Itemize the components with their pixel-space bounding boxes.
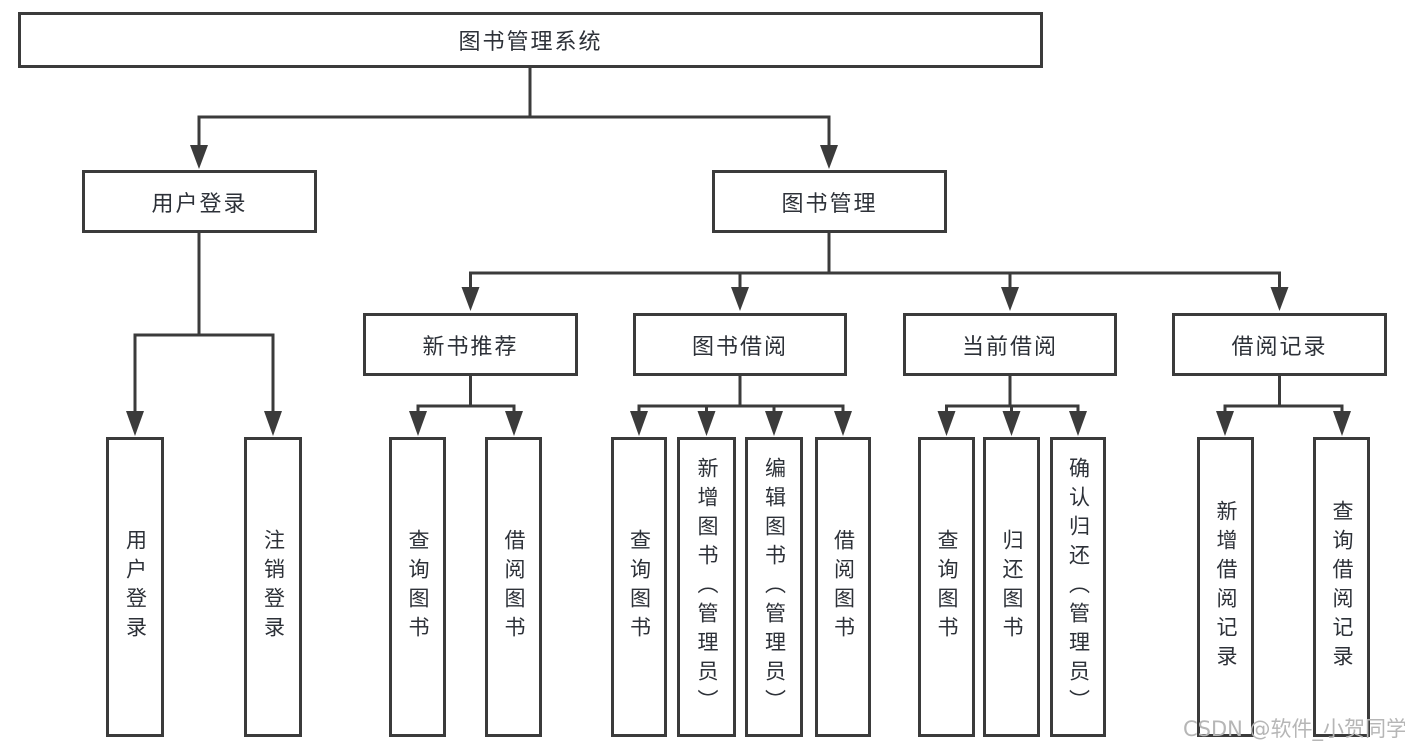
node-label: 借阅记录: [1231, 334, 1328, 360]
leaf-logout: 注销登录: [244, 437, 302, 737]
leaf-edit-books-admin: 编辑图书（管理员）: [745, 437, 803, 737]
node-label: 归还图书: [1000, 529, 1024, 645]
csdn-watermark: CSDN @软件_小贺同学: [1183, 717, 1405, 741]
node-user-login-branch: 用户登录: [82, 170, 317, 233]
node-label: 借阅图书: [502, 529, 526, 645]
node-label: 图书管理: [781, 191, 878, 217]
node-label: 新书推荐: [422, 334, 519, 360]
node-label: 查询借阅记录: [1330, 500, 1354, 674]
node-current-borrowing: 当前借阅: [903, 313, 1117, 376]
leaf-query-books-recommend: 查询图书: [389, 437, 446, 737]
node-book-borrowing: 图书借阅: [633, 313, 847, 376]
node-label: 借阅图书: [831, 529, 856, 645]
node-label: 确认归还（管理员）: [1066, 456, 1091, 718]
leaf-add-books-admin: 新增图书（管理员）: [677, 437, 736, 737]
leaf-borrow-books-recommend: 借阅图书: [485, 437, 542, 737]
leaf-query-books-current: 查询图书: [918, 437, 975, 737]
leaf-add-borrow-record: 新增借阅记录: [1197, 437, 1254, 737]
node-label: 注销登录: [261, 529, 286, 645]
node-library-management-system: 图书管理系统: [18, 12, 1043, 68]
leaf-borrow-books: 借阅图书: [815, 437, 871, 737]
node-label: 图书借阅: [691, 334, 788, 360]
node-label: 新增借阅记录: [1214, 500, 1238, 674]
node-label: 查询图书: [627, 529, 652, 645]
node-label: 图书管理系统: [458, 30, 603, 55]
node-label: 新增图书（管理员）: [695, 456, 719, 718]
node-new-book-recommendation: 新书推荐: [363, 313, 578, 376]
node-label: 用户登录: [123, 529, 148, 645]
node-label: 查询图书: [935, 529, 959, 645]
node-book-management-branch: 图书管理: [712, 170, 947, 233]
leaf-query-borrow-record: 查询借阅记录: [1313, 437, 1370, 737]
node-label: 用户登录: [151, 191, 248, 217]
node-label: 查询图书: [406, 529, 430, 645]
leaf-confirm-return-admin: 确认归还（管理员）: [1050, 437, 1106, 737]
leaf-query-books-borrow: 查询图书: [611, 437, 667, 737]
node-label: 编辑图书（管理员）: [762, 456, 787, 718]
leaf-user-login: 用户登录: [106, 437, 164, 737]
node-label: 当前借阅: [961, 334, 1058, 360]
leaf-return-books: 归还图书: [983, 437, 1040, 737]
node-borrowing-records: 借阅记录: [1172, 313, 1387, 376]
